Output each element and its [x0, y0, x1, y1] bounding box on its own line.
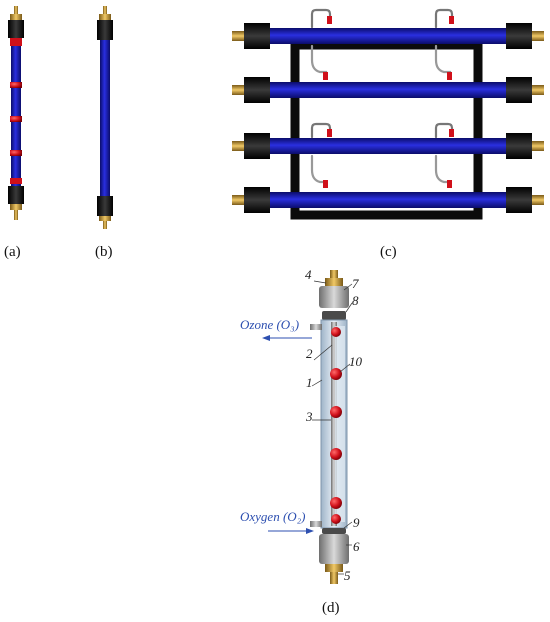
panel-d-cutaway-tube: Ozone (O₃) Oxygen (O₂) 4 7 8 2 10 1 3 9 …	[240, 267, 363, 616]
top-brass-fitting-icon	[330, 270, 338, 280]
bottom-cap-icon	[8, 186, 24, 204]
support-frame	[290, 40, 483, 220]
panel-a-single-tube: (a)	[4, 6, 24, 260]
electrode-dot	[10, 82, 22, 88]
right-brass-fitting-icon	[532, 141, 544, 151]
oxygen-inlet-nozzle	[310, 521, 322, 527]
left-cap-icon	[244, 133, 270, 159]
tube-row-4	[232, 187, 544, 213]
bottom-brass-fitting-icon	[14, 210, 18, 220]
panel-b-single-tube: (b)	[95, 6, 113, 260]
top-seal-disc	[322, 311, 346, 320]
oxygen-label: Oxygen (O₂)	[240, 509, 306, 524]
top-cap-icon	[97, 20, 113, 40]
left-cap-icon	[244, 187, 270, 213]
ozone-flow-arrow	[262, 335, 312, 341]
ozone-label: Ozone (O₃)	[240, 317, 299, 332]
left-brass-fitting-icon	[232, 195, 244, 205]
right-cap-icon	[506, 77, 532, 103]
top-end-cap	[319, 286, 349, 308]
part-number-10: 10	[349, 354, 363, 369]
inner-electrode-rod	[331, 322, 337, 526]
part-number-2: 2	[306, 346, 313, 361]
right-brass-fitting-icon	[532, 31, 544, 41]
tube-row-2	[232, 77, 544, 103]
ozone-outlet-nozzle	[310, 324, 322, 330]
panel-c-tube-array: (c)	[232, 8, 544, 260]
panel-label-c: (c)	[380, 244, 397, 260]
bottom-brass-fitting-icon	[103, 221, 107, 229]
red-spacer	[331, 514, 341, 524]
left-brass-fitting-icon	[232, 85, 244, 95]
bottom-end-cap	[319, 534, 349, 564]
tube-row-1	[232, 23, 544, 49]
red-spacer	[331, 327, 341, 337]
red-spacer	[330, 368, 342, 380]
top-brass-fitting-icon	[103, 6, 107, 16]
panel-label-d: (d)	[322, 600, 340, 616]
top-cap-icon	[8, 20, 24, 38]
part-number-7: 7	[352, 276, 359, 291]
leader-lines	[311, 280, 353, 575]
part-number-6: 6	[353, 539, 360, 554]
right-brass-fitting-icon	[532, 195, 544, 205]
right-cap-icon	[506, 133, 532, 159]
panel-label-b: (b)	[95, 244, 113, 260]
bottom-cap-icon	[97, 196, 113, 216]
part-number-4: 4	[305, 267, 312, 282]
left-brass-fitting-icon	[232, 31, 244, 41]
gas-hose-connectors	[310, 8, 454, 188]
right-brass-fitting-icon	[532, 85, 544, 95]
left-cap-icon	[244, 23, 270, 49]
top-brass-fitting-icon	[14, 6, 18, 16]
top-red-seal	[10, 38, 22, 46]
right-cap-icon	[506, 23, 532, 49]
part-number-8: 8	[352, 293, 359, 308]
part-number-9: 9	[353, 515, 360, 530]
red-spacer	[330, 406, 342, 418]
electrode-dot	[10, 116, 22, 122]
red-spacer	[330, 448, 342, 460]
tube-row-3	[232, 133, 544, 159]
left-brass-fitting-icon	[232, 141, 244, 151]
bottom-seal-disc	[322, 528, 346, 534]
red-spacer	[330, 497, 342, 509]
right-cap-icon	[506, 187, 532, 213]
oxygen-flow-arrow	[268, 528, 314, 534]
left-cap-icon	[244, 77, 270, 103]
part-number-5: 5	[344, 568, 351, 583]
part-number-1: 1	[306, 375, 313, 390]
part-number-3: 3	[305, 409, 313, 424]
blue-tube	[100, 40, 110, 196]
panel-label-a: (a)	[4, 244, 21, 260]
bottom-brass-fitting-icon	[330, 572, 338, 584]
electrode-dot	[10, 150, 22, 156]
